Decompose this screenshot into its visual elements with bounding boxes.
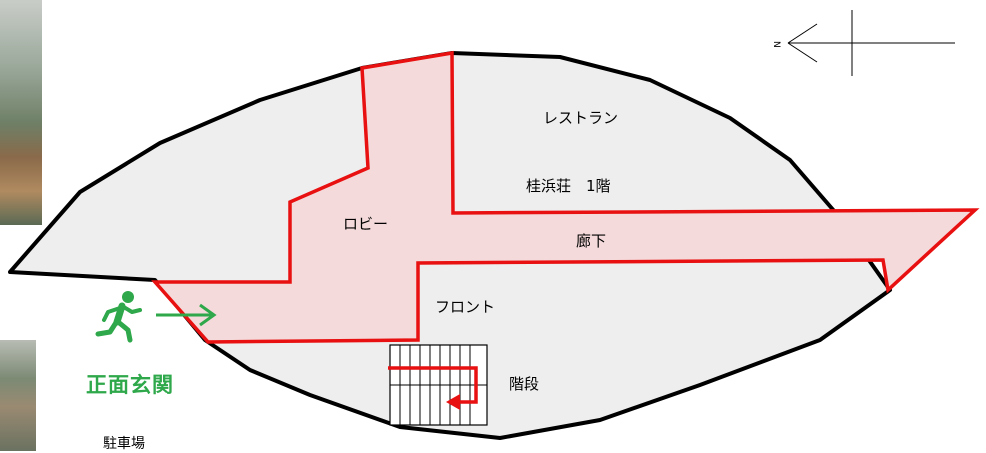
parking-label: 駐車場 — [103, 436, 145, 452]
emergency-exit-icon — [95, 291, 142, 343]
room-label-restaurant: レストラン — [543, 109, 619, 127]
svg-text:N: N — [771, 41, 781, 48]
entrance-arrow-icon — [156, 303, 217, 327]
lobby-photo-thumbnail — [0, 0, 42, 225]
exterior-photo-thumbnail — [0, 340, 36, 451]
building-floor-label: 桂浜荘 1階 — [526, 177, 611, 195]
stairs-icon — [388, 344, 488, 426]
room-label-lobby: ロビー — [343, 215, 389, 233]
main-entrance-label: 正面玄関 — [86, 373, 174, 397]
route-highlight — [151, 50, 980, 344]
room-label-corridor: 廊下 — [576, 232, 607, 250]
room-label-stairs: 階段 — [509, 375, 540, 393]
room-label-front-desk: フロント — [435, 298, 496, 316]
compass-icon: N — [771, 10, 955, 76]
